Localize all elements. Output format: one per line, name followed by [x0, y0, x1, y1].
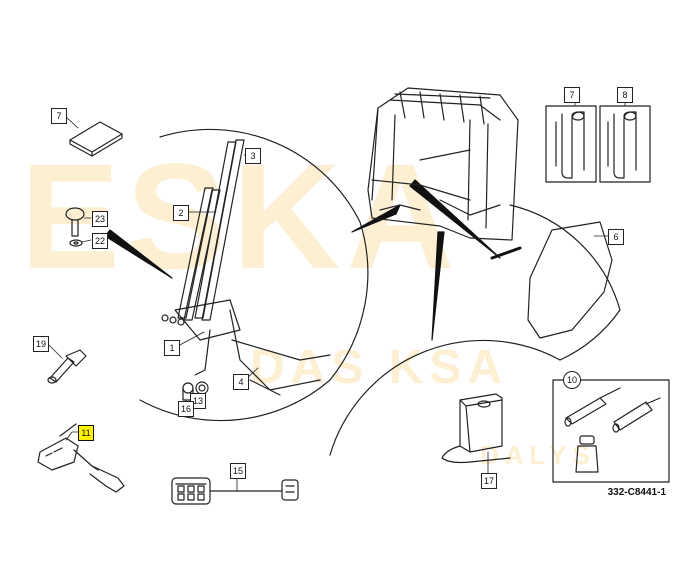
mast-assembly: [161, 139, 331, 396]
detail-circle-right: [509, 204, 621, 361]
leader-wedge-left: [104, 229, 173, 279]
callout-16[interactable]: 16: [178, 401, 194, 417]
callout-4[interactable]: 4: [233, 374, 249, 390]
callout-15[interactable]: 15: [230, 463, 246, 479]
part-rubber-mat: [69, 121, 123, 157]
part-glazing-kit: [552, 379, 670, 483]
callout-23[interactable]: 23: [92, 211, 108, 227]
part-bolt-washer: [65, 207, 85, 247]
callout-19[interactable]: 19: [33, 336, 49, 352]
part-window-glass: [527, 221, 613, 339]
callout-2[interactable]: 2: [173, 205, 189, 221]
leader-lines: [46, 99, 626, 492]
part-switch: [37, 423, 125, 493]
callout-11[interactable]: 11: [78, 425, 94, 441]
watermark-secondary: DALYS: [480, 440, 596, 470]
callout-1[interactable]: 1: [164, 340, 180, 356]
detail-circle-bottom: [329, 339, 561, 456]
reference-code: 332-C8441-1: [607, 487, 666, 498]
part-seal-profile-8: [599, 105, 651, 183]
callout-10[interactable]: 10: [563, 371, 581, 389]
callout-7-mat[interactable]: 7: [51, 108, 67, 124]
callout-6[interactable]: 6: [608, 229, 624, 245]
detail-circle-left: [139, 128, 369, 422]
part-reservoir: [441, 393, 511, 464]
part-connectors: [171, 477, 299, 505]
part-seal-profile-7: [545, 105, 597, 183]
callout-8[interactable]: 8: [617, 87, 633, 103]
cab-frame: [367, 87, 519, 241]
callout-7-seal[interactable]: 7: [564, 87, 580, 103]
leader-wedge-right: [490, 246, 522, 260]
leader-wedge-cab-down: [431, 231, 445, 341]
callout-22[interactable]: 22: [92, 233, 108, 249]
callout-3[interactable]: 3: [245, 148, 261, 164]
callout-17[interactable]: 17: [481, 473, 497, 489]
part-nipple: [47, 349, 87, 384]
